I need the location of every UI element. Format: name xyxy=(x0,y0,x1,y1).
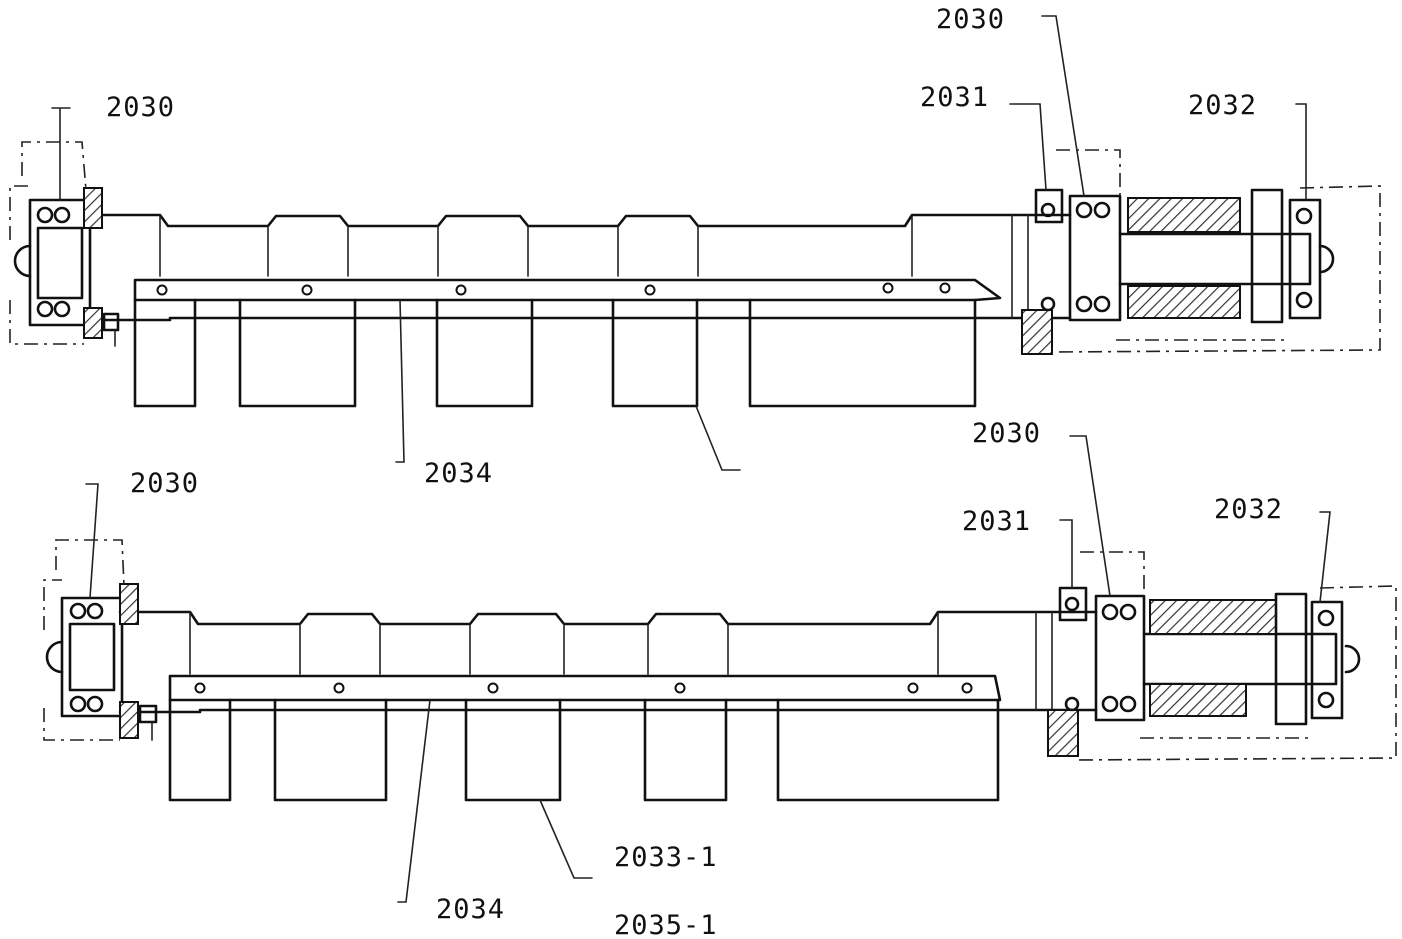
bottom-label-2033-1: 2033-1 xyxy=(614,842,718,873)
bottom-leader-lines xyxy=(85,435,1331,903)
top-mounting-bar xyxy=(133,278,1002,302)
bottom-label-left-2030: 2030 xyxy=(130,468,199,499)
top-label-2031: 2031 xyxy=(920,82,989,113)
top-leader-lines xyxy=(51,15,1307,471)
top-label-right-2030: 2030 xyxy=(936,4,1005,35)
bottom-blades xyxy=(168,698,1000,802)
bottom-label-2032: 2032 xyxy=(1214,494,1283,525)
top-label-2032: 2032 xyxy=(1188,90,1257,121)
bottom-assembly: 2030 2030 2031 2032 2033-1 2034 2035-1 xyxy=(43,418,1397,939)
top-bar-holes xyxy=(156,282,951,296)
bottom-label-2034: 2034 xyxy=(436,894,505,925)
top-assembly: 2030 2030 2031 2032 2034 xyxy=(9,4,1381,489)
top-label-2034: 2034 xyxy=(424,458,493,489)
top-shaft xyxy=(88,213,1072,322)
bottom-label-2035-1: 2035-1 xyxy=(614,910,718,939)
top-label-left-2030: 2030 xyxy=(106,92,175,123)
top-right-housing xyxy=(1021,149,1381,355)
bottom-right-housing xyxy=(1047,551,1397,761)
bottom-mounting-bar xyxy=(168,674,1002,702)
bottom-left-bearing xyxy=(43,539,158,741)
bottom-bar-holes xyxy=(194,682,973,694)
bottom-label-right-2030: 2030 xyxy=(972,418,1041,449)
bottom-label-2031: 2031 xyxy=(962,506,1031,537)
top-blades xyxy=(133,298,977,408)
top-left-bearing xyxy=(9,141,120,347)
bottom-shaft xyxy=(118,610,1098,714)
